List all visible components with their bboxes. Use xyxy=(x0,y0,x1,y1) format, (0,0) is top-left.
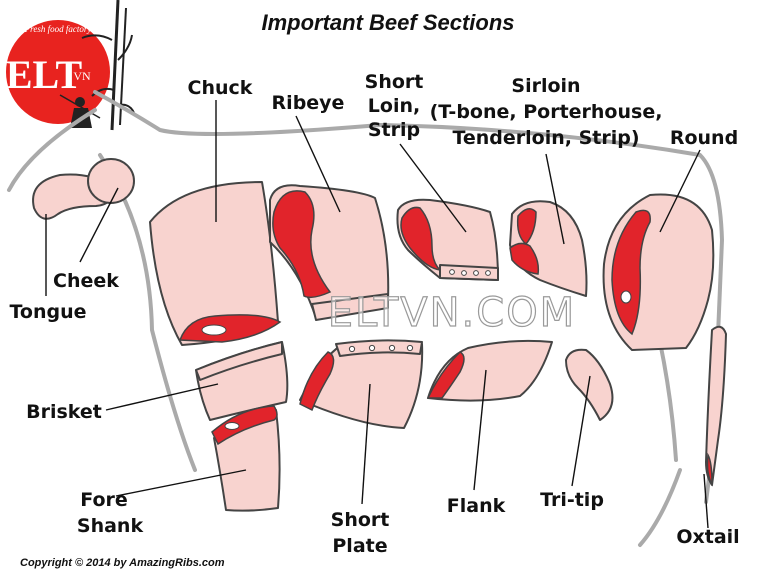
watermark-text: ELTVN.COM xyxy=(328,290,576,336)
label-short-plate: Short Plate xyxy=(331,509,390,557)
label-sirloin-line-2: (T-bone, Porterhouse, xyxy=(430,101,663,123)
cow-outline xyxy=(7,90,725,547)
label-oxtail: Oxtail xyxy=(676,526,739,548)
label-ribeye: Ribeye xyxy=(272,92,345,114)
leader-cheek xyxy=(79,187,119,263)
eltvn-logo: Fresh food factory ELT VN xyxy=(6,0,135,131)
leader-oxtail xyxy=(703,473,709,529)
logo-letters: ELT xyxy=(6,52,83,97)
leader-round xyxy=(659,149,701,233)
label-fore-shank-line-2: Shank xyxy=(77,515,144,537)
logo-sub: VN xyxy=(73,69,91,83)
logo-red-sun xyxy=(6,20,110,124)
diagram-title: Important Beef Sections xyxy=(261,10,514,35)
leader-ribeye xyxy=(295,115,341,213)
cut-ribeye xyxy=(269,184,390,321)
cut-oxtail xyxy=(705,325,727,487)
label-tongue: Tongue xyxy=(9,301,86,323)
leader-fore-shank xyxy=(115,469,247,497)
label-round: Round xyxy=(670,127,738,149)
copyright-text: Copyright © 2014 by AmazingRibs.com xyxy=(20,557,225,569)
logo-tagline: Fresh food factory xyxy=(24,24,92,34)
leader-tri-tip xyxy=(571,375,591,487)
label-fore-shank: Fore Shank xyxy=(77,489,144,537)
leader-short-plate xyxy=(361,383,371,505)
cut-round xyxy=(602,193,715,351)
leader-sirloin xyxy=(545,153,565,245)
label-short-loin-line-1: Short xyxy=(365,71,424,93)
label-short-loin: Short Loin, Strip xyxy=(365,71,424,141)
cut-flank xyxy=(426,339,553,402)
label-short-plate-line-1: Short xyxy=(331,509,390,531)
label-cheek: Cheek xyxy=(53,270,119,292)
label-fore-shank-line-1: Fore xyxy=(80,489,128,511)
cut-short-plate xyxy=(299,339,424,429)
cut-chuck xyxy=(149,181,282,346)
leader-lines xyxy=(45,100,709,529)
label-short-loin-line-2: Loin, xyxy=(368,95,420,117)
label-chuck: Chuck xyxy=(188,77,253,99)
label-short-loin-line-3: Strip xyxy=(368,119,420,141)
cut-cheek xyxy=(87,158,135,204)
label-brisket: Brisket xyxy=(26,401,102,423)
label-sirloin-line-1: Sirloin xyxy=(511,75,580,97)
leader-flank xyxy=(473,369,487,491)
cut-brisket xyxy=(195,341,289,421)
label-sirloin-line-3: Tenderloin, Strip) xyxy=(452,127,639,149)
label-flank: Flank xyxy=(447,495,506,517)
label-sirloin: Sirloin (T-bone, Porterhouse, Tenderloin… xyxy=(430,75,663,149)
label-tri-tip: Tri-tip xyxy=(540,489,604,511)
cut-fore-shank xyxy=(211,405,281,512)
cut-short-loin xyxy=(396,198,499,281)
label-short-plate-line-2: Plate xyxy=(332,535,387,557)
leader-short-loin xyxy=(399,143,467,233)
cut-sirloin xyxy=(509,200,588,297)
leader-brisket xyxy=(105,383,219,411)
